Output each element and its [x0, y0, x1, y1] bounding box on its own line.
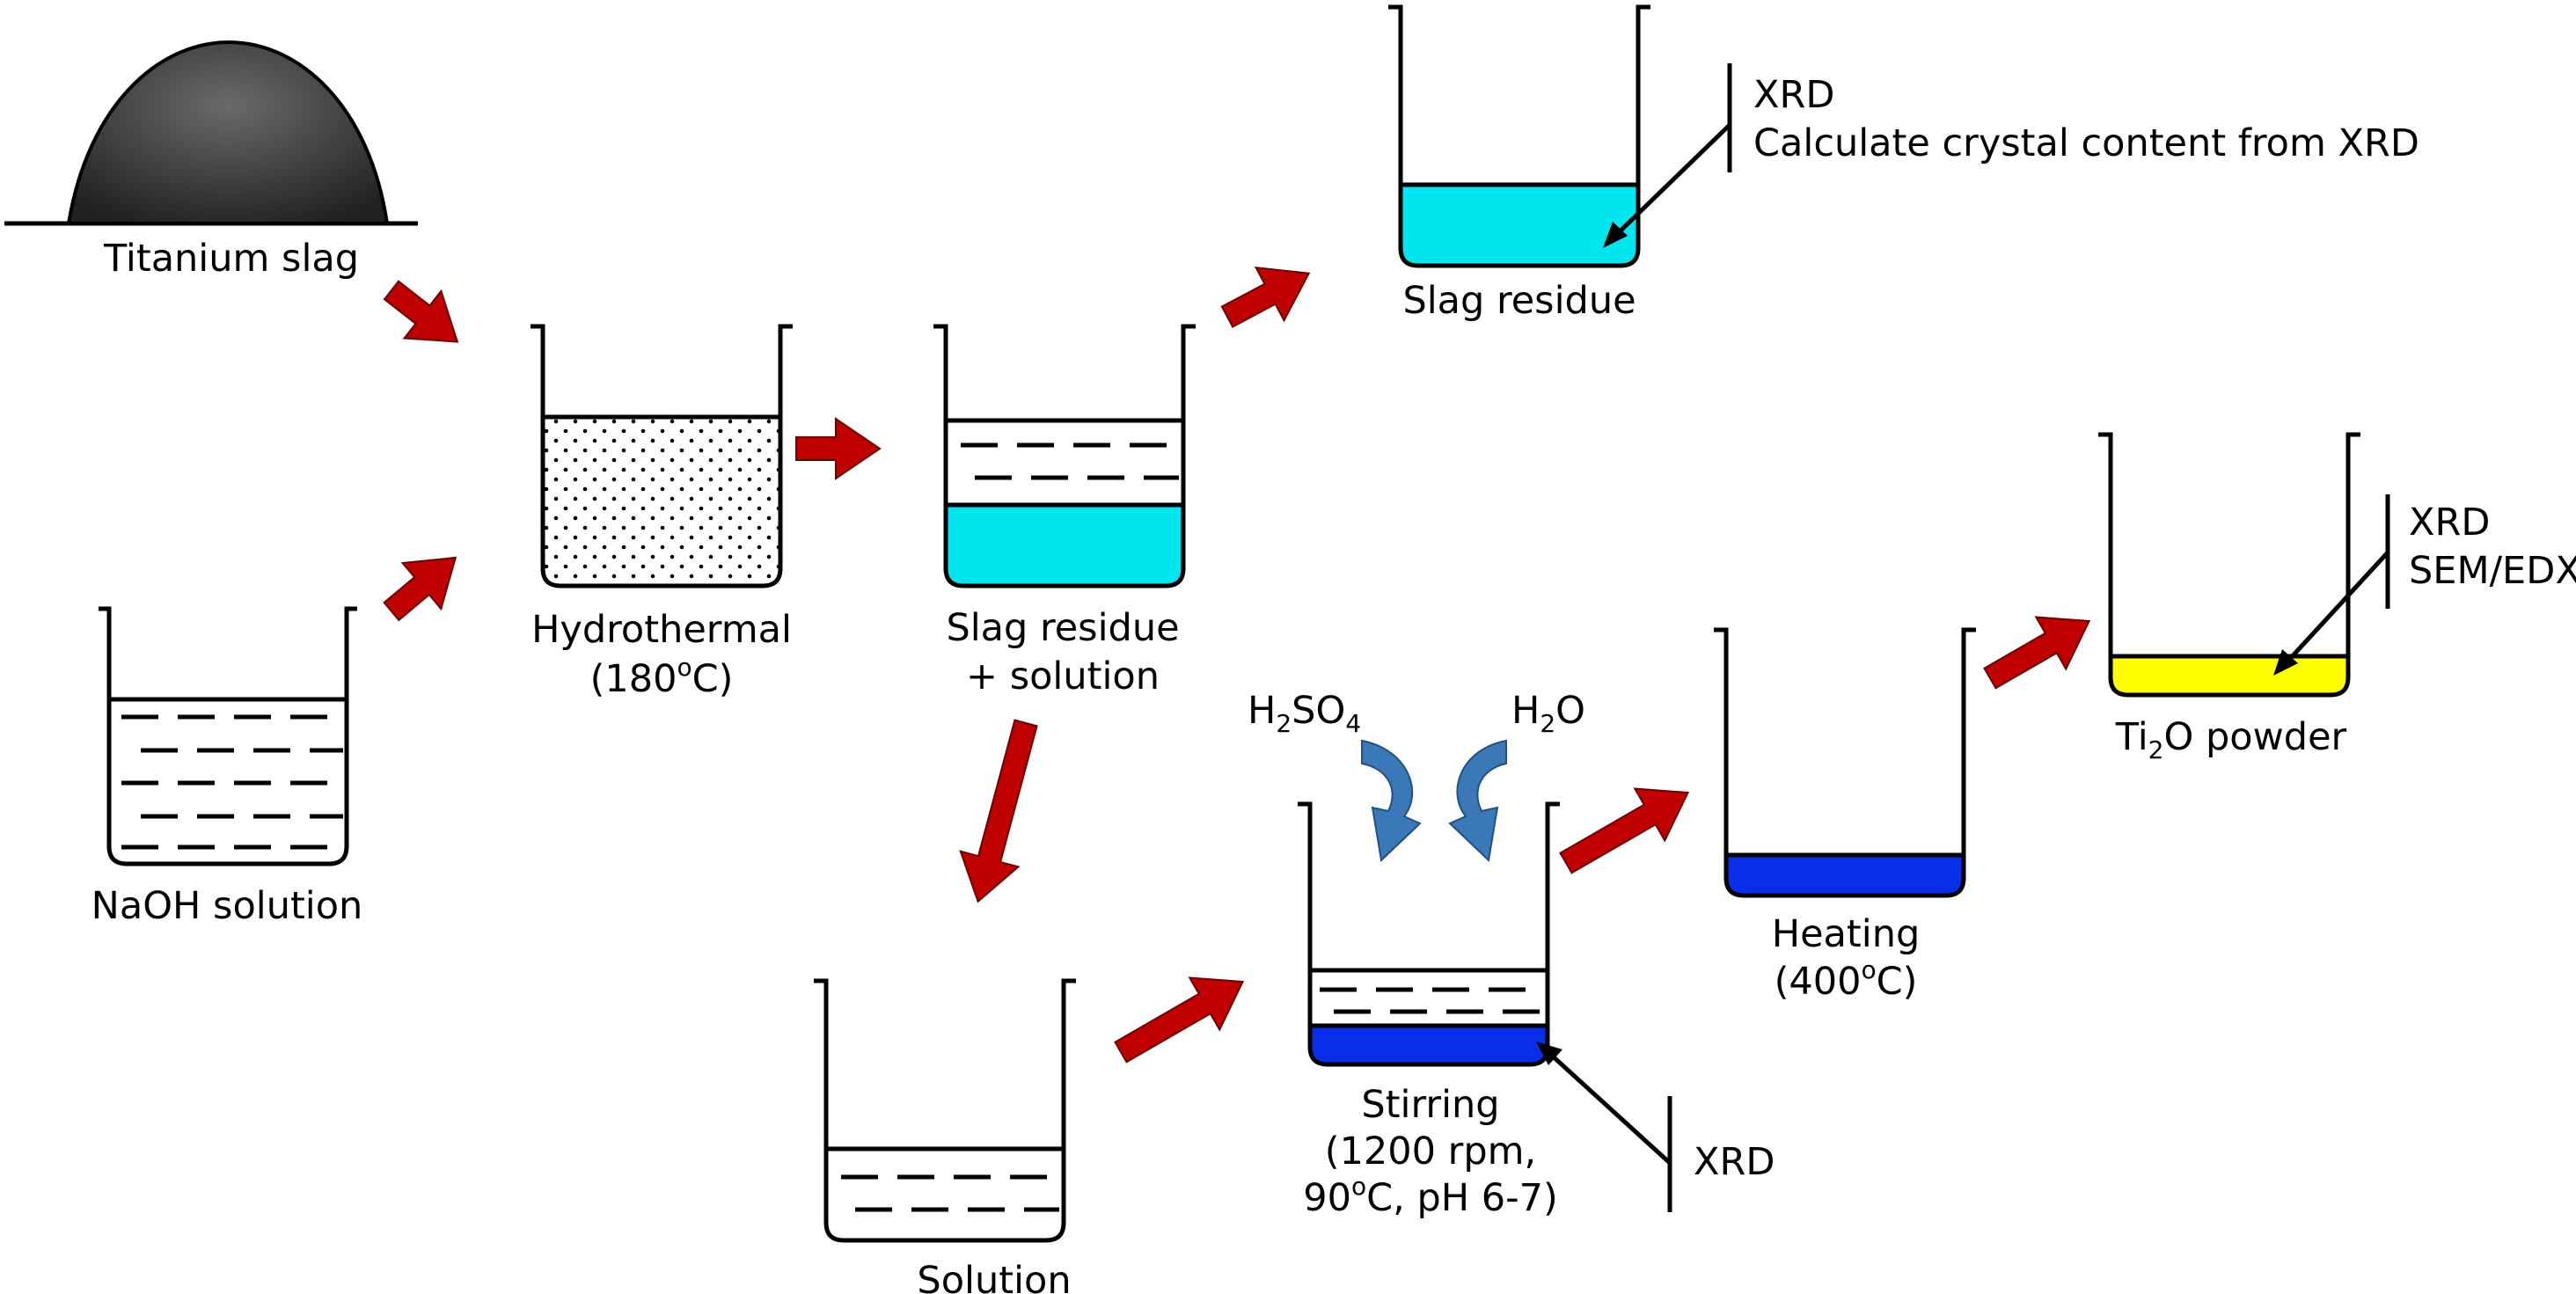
curved-arrow-h2o-icon [1448, 739, 1507, 863]
beaker-slag-residue: Slag residue [1388, 4, 1650, 323]
curved-arrow-h2so4-icon [1361, 739, 1422, 863]
label-slag-residue-solution-line2: + solution [966, 654, 1160, 698]
annotation-xrd-stirring: XRD [1694, 1140, 1775, 1184]
arrow-heating-to-powder [1983, 616, 2091, 690]
annotation-powder: XRD SEM/EDX [2273, 494, 2576, 676]
label-h2o: H2O [1511, 689, 1585, 738]
titanium-slag: Titanium slag [4, 40, 418, 281]
annotation-arrowhead [1603, 222, 1628, 248]
label-naoh-solution: NaOH solution [91, 884, 363, 928]
label-titanium-slag: Titanium slag [103, 237, 359, 281]
annotation-sem-edx: SEM/EDX [2409, 549, 2576, 593]
arrow-naoh-to-hydrothermal [383, 556, 457, 622]
annotation-pointer [2286, 551, 2389, 663]
label-heating-line1: Heating [1772, 912, 1921, 956]
cyan-layer [948, 505, 1182, 586]
arrow-hydrothermal-to-separation [795, 417, 882, 480]
cyan-layer [1402, 185, 1636, 266]
annotation-pointer [1550, 1054, 1672, 1165]
dashed-solution [121, 714, 343, 850]
dashed-solution [1320, 987, 1545, 1014]
label-stirring-line2: (1200 rpm, [1325, 1130, 1536, 1173]
process-arrows [383, 266, 2091, 1064]
annotation-stirring: XRD [1536, 1042, 1775, 1212]
arrow-stirring-to-heating [1559, 787, 1690, 874]
beaker-outline [1714, 627, 1976, 898]
label-hydrothermal-line1: Hydrothermal [531, 608, 792, 652]
label-tio-powder: Ti2O powder [2115, 715, 2347, 764]
beaker-stirring: Stirring (1200 rpm, 90oC, pH 6-7) [1298, 801, 1560, 1220]
yellow-layer [2112, 656, 2346, 695]
annotation-xrd: XRD [1753, 73, 1834, 117]
annotation-slag-residue: XRD Calculate crystal content from XRD [1603, 63, 2419, 248]
annotation-xrd-powder: XRD [2409, 501, 2490, 545]
annotation-arrowhead [1536, 1042, 1562, 1065]
label-heating-line2: (400oC) [1775, 955, 1918, 1004]
arrow-solution-to-stirring [1114, 976, 1245, 1064]
label-slag-residue-solution-line1: Slag residue [946, 606, 1179, 650]
slag-mound [66, 40, 390, 225]
beaker-naoh: NaOH solution [91, 606, 363, 928]
beaker-hydrothermal: Hydrothermal (180oC) [531, 324, 793, 701]
beaker-tio-powder: Ti2O powder [2098, 432, 2360, 764]
arrow-slag-to-hydrothermal [383, 280, 459, 343]
beaker-heating: Heating (400oC) [1714, 627, 1976, 1004]
blue-layer [1312, 1026, 1546, 1064]
label-h2so4: H2SO4 [1248, 689, 1361, 738]
label-stirring-line1: Stirring [1361, 1083, 1499, 1127]
beaker-solution: Solution [814, 978, 1076, 1294]
beaker-outline [99, 606, 357, 866]
label-slag-residue: Slag residue [1402, 279, 1636, 323]
annotation-pointer [1614, 123, 1731, 238]
annotation-arrowhead [2273, 649, 2298, 676]
beaker-slag-residue-solution: Slag residue + solution [933, 324, 1196, 698]
dashed-solution [961, 442, 1179, 480]
beaker-outline [933, 324, 1196, 589]
arrow-separation-to-solution [959, 719, 1038, 903]
beaker-outline [1388, 4, 1650, 268]
arrow-separation-to-slag-residue [1220, 266, 1311, 328]
annotation-crystal-content: Calculate crystal content from XRD [1753, 121, 2419, 165]
beaker-outline [2098, 432, 2360, 698]
label-solution: Solution [917, 1259, 1071, 1294]
dashed-solution [841, 1174, 1059, 1212]
dotted-fill [543, 417, 780, 584]
beaker-outline [531, 324, 793, 589]
beaker-outline [814, 978, 1076, 1243]
blue-layer [1728, 855, 1962, 896]
label-hydrothermal-line2: (180oC) [590, 653, 734, 701]
label-stirring-line3: 90oC, pH 6-7) [1303, 1172, 1558, 1220]
